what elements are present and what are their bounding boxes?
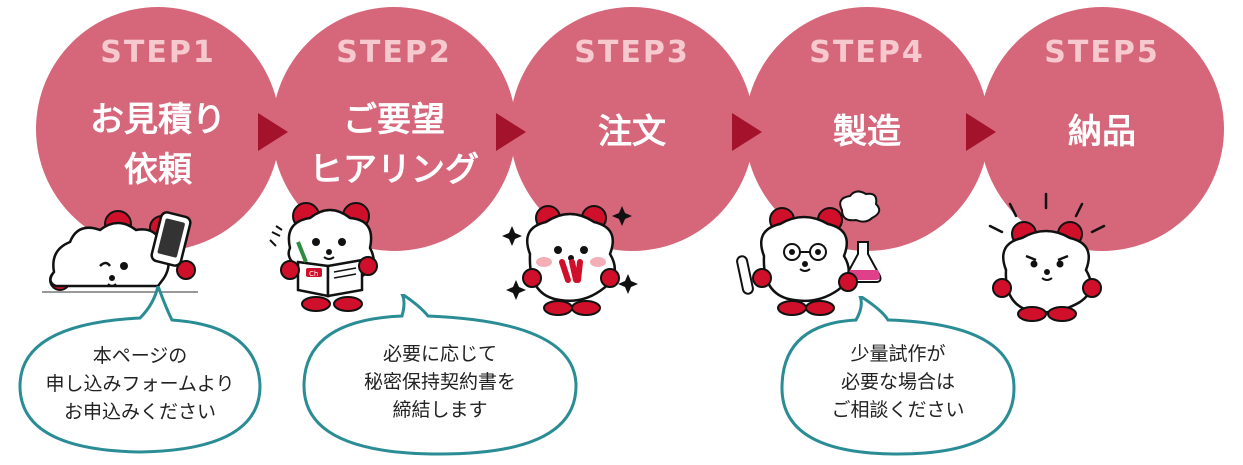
step-2-title-line-1: ご要望 [343,100,445,140]
book-icon: Ch [296,258,364,298]
speech-bubble-2-line-2: 秘密保持契約書を [363,371,516,393]
smartphone-icon [150,211,192,267]
step-5-title: 納品 [980,107,1224,157]
speech-bubble-1: 本ページの 申し込みフォームより お申込みください [14,286,266,458]
step-5-label: STEP5 [1044,35,1160,70]
speech-bubble-2-text: 必要に応じて 秘密保持契約書を 締結します [298,340,582,424]
speech-bubble-1-line-3: お申込みください [63,401,216,423]
step-1-title-line-2: 依頼 [124,150,192,190]
step-2-title: ご要望 ヒアリング [272,95,516,195]
speech-bubble-2: 必要に応じて 秘密保持契約書を 締結します [298,294,582,460]
step-2-title-line-2: ヒアリング [309,150,479,190]
step-1-title-line-1: お見積り [90,100,226,140]
speech-bubble-3-text: 少量試作が 必要な場合は ご相談ください [776,340,1020,424]
test-tube-icon [736,255,754,295]
speech-bubble-3: 少量試作が 必要な場合は ご相談ください [776,296,1020,460]
mascot-with-book: Ch [269,202,378,312]
speech-bubble-3-line-2: 必要な場合は [840,371,955,393]
step-1-title: お見積り 依頼 [36,95,280,195]
book-badge-text: Ch [309,270,318,278]
smoke-puff-icon [839,190,881,223]
step-1-label: STEP1 [100,35,216,70]
step-3-title: 注文 [510,107,754,157]
arrow-right-icon [258,113,288,151]
sparkle-icon [618,274,638,294]
sparkle-icon [502,226,522,246]
mascot-with-phone [42,210,198,293]
arrow-right-icon [966,113,996,151]
speech-bubble-1-line-1: 本ページの [92,345,188,367]
step-1-circle: STEP1 お見積り 依頼 [36,7,280,251]
arrow-right-icon [732,113,762,151]
step-4-title: 製造 [745,107,989,157]
speech-bubble-3-line-1: 少量試作が [850,343,946,365]
sparkle-icon [506,280,526,300]
sparkle-icon [612,206,632,226]
speech-bubble-3-line-3: ご相談ください [831,399,965,421]
arrow-right-icon [496,113,526,151]
mascot-shy [502,205,638,316]
step-3-label: STEP3 [574,35,690,70]
step-4-label: STEP4 [809,35,925,70]
excitement-lines-icon [988,192,1106,234]
speech-bubble-1-text: 本ページの 申し込みフォームより お申込みください [14,342,266,426]
step-2-label: STEP2 [336,35,452,70]
mascot-determined [988,192,1106,322]
step-5-title-line-1: 納品 [1068,112,1136,152]
speech-bubble-1-line-2: 申し込みフォームより [45,373,235,395]
mascot-scientist [736,190,882,316]
step-5-circle: STEP5 納品 [980,7,1224,251]
step-4-title-line-1: 製造 [833,112,901,152]
speech-bubble-2-line-1: 必要に応じて [382,343,497,365]
speech-bubble-2-line-3: 締結します [392,399,488,421]
step-3-title-line-1: 注文 [598,112,666,152]
